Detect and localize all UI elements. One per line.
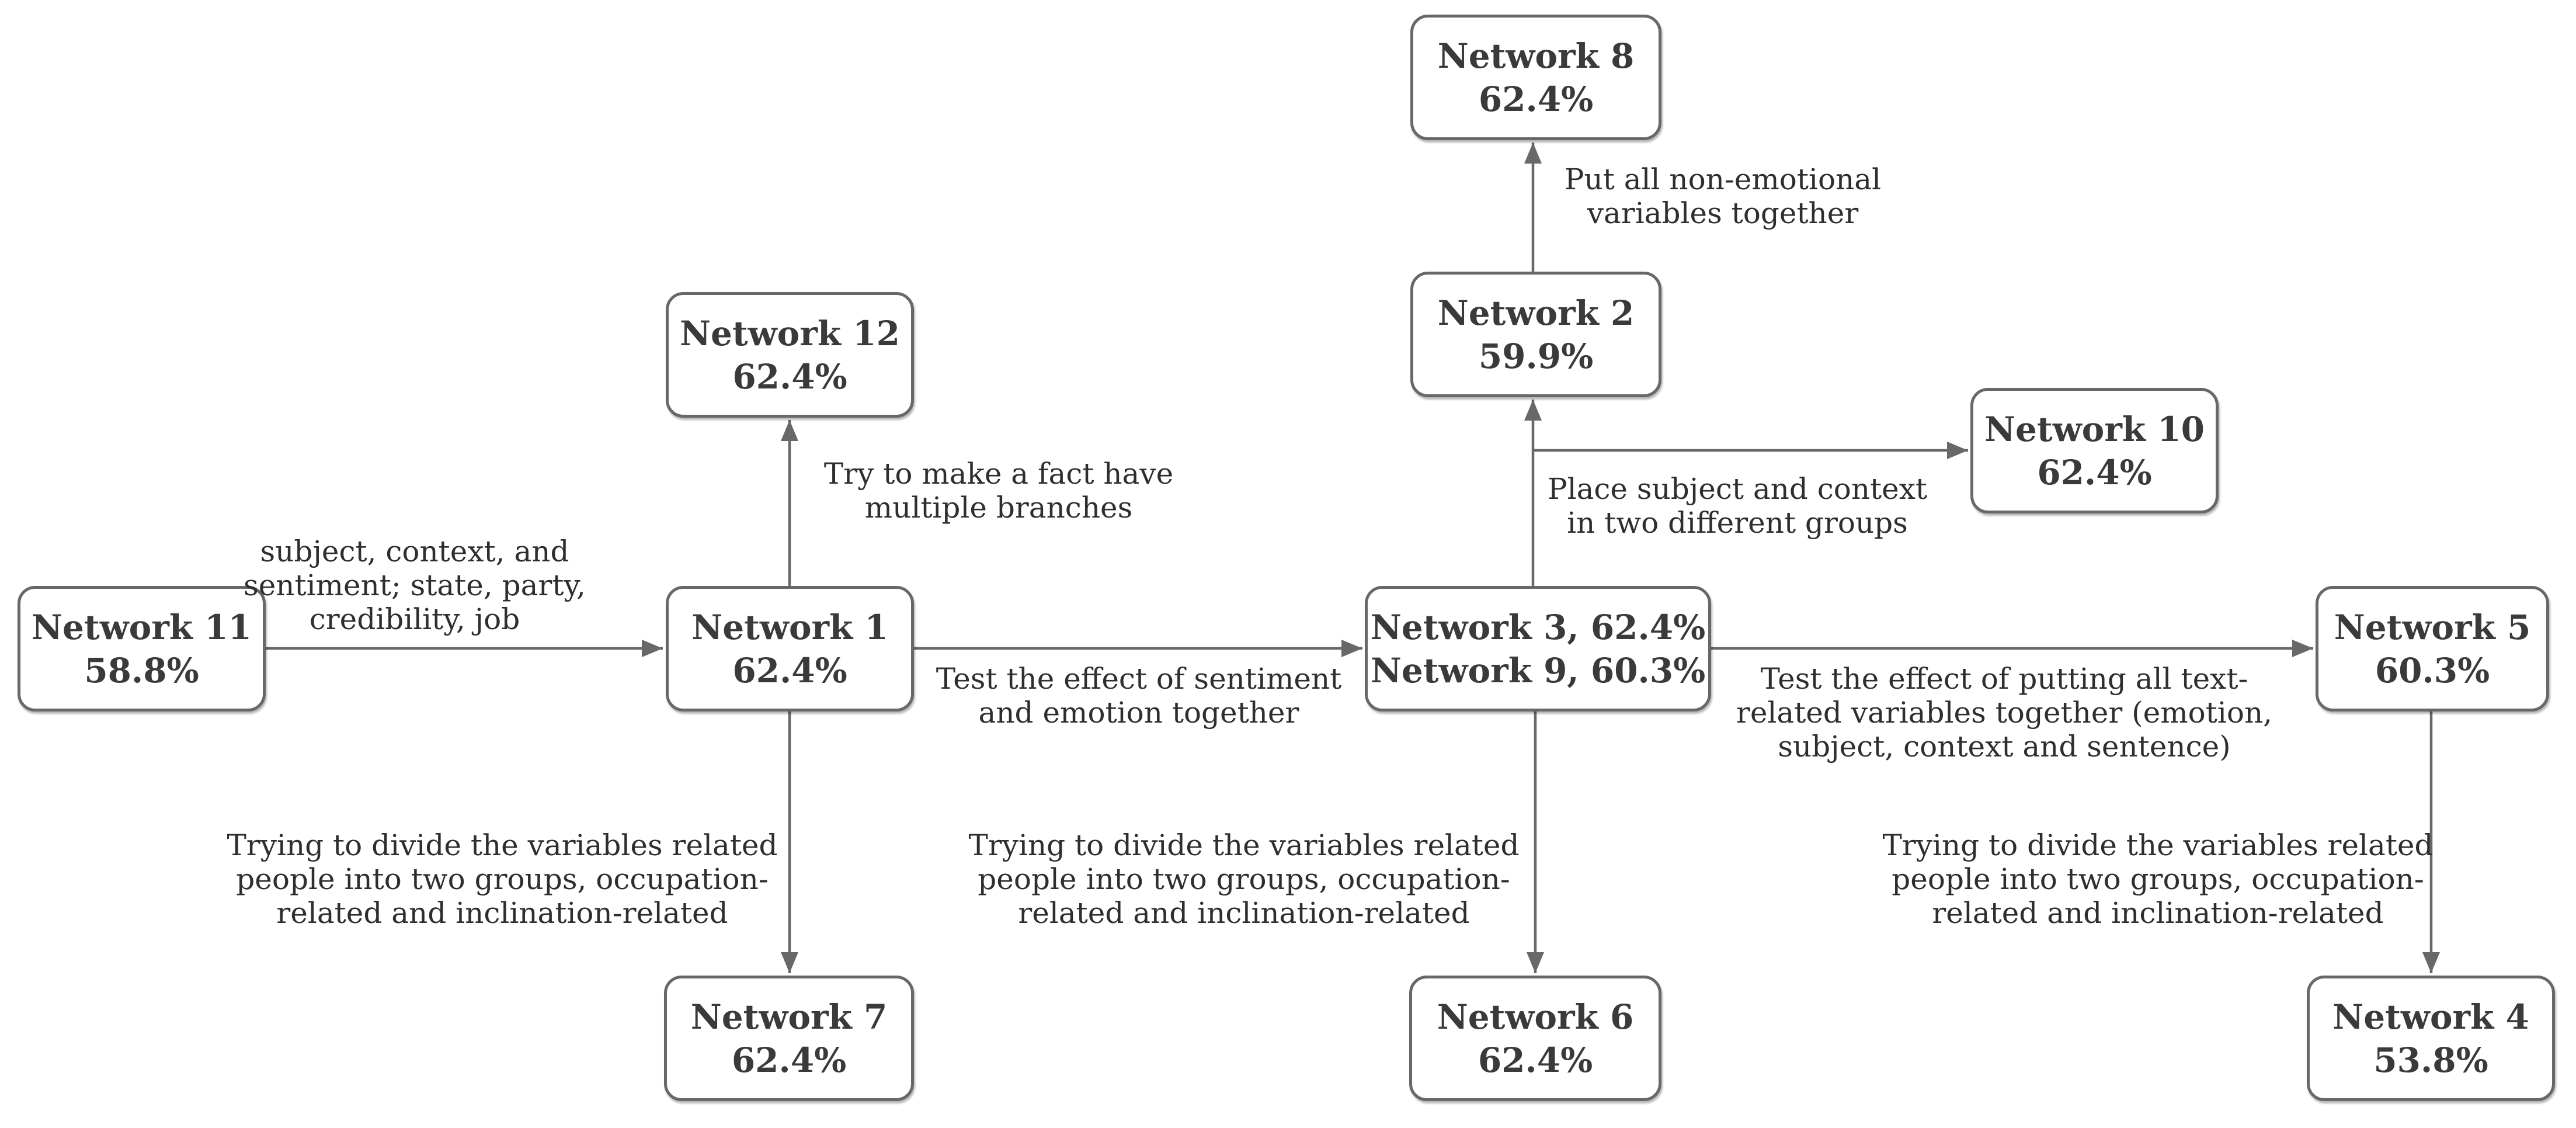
edge-label-line: related variables together (emotion, bbox=[1736, 696, 2273, 730]
node-value: 62.4% bbox=[2037, 452, 2152, 492]
node-value: 62.4% bbox=[732, 650, 847, 690]
edge-label-line: subject, context and sentence) bbox=[1778, 730, 2231, 763]
edge-label-line: Try to make a fact have bbox=[823, 457, 1174, 491]
node-value: 62.4% bbox=[1478, 1040, 1593, 1080]
node-value: 60.3% bbox=[2375, 650, 2490, 690]
node-title: Network 3, 62.4% bbox=[1370, 607, 1706, 647]
edge-label-to-n1: subject, context, and sentiment; state, … bbox=[228, 535, 602, 636]
edge-label-line: and emotion together bbox=[978, 696, 1299, 730]
node-network-11: Network 11 58.8% bbox=[18, 586, 266, 711]
edge-label-to-n12: Try to make a fact have multiple branche… bbox=[818, 457, 1180, 525]
edge-label-line: related and inclination-related bbox=[1932, 896, 2384, 930]
edge-label-to-n39: Test the effect of sentiment and emotion… bbox=[911, 662, 1367, 730]
edge-label-line: subject, context, and bbox=[260, 535, 569, 568]
edge-label-line: variables together bbox=[1587, 196, 1859, 230]
node-network-8: Network 8 62.4% bbox=[1410, 15, 1661, 140]
edge-label-line: Test the effect of putting all text- bbox=[1760, 662, 2248, 696]
edge-label-line: in two different groups bbox=[1567, 506, 1908, 540]
node-network-2: Network 2 59.9% bbox=[1410, 272, 1661, 397]
edge-label-line: related and inclination-related bbox=[1018, 896, 1470, 930]
node-title: Network 5 bbox=[2334, 607, 2531, 647]
edge-label-to-n6: Trying to divide the variables related p… bbox=[946, 828, 1542, 930]
node-title: Network 6 bbox=[1437, 997, 1634, 1037]
edge-label-to-n7: Trying to divide the variables related p… bbox=[204, 828, 800, 930]
node-value: 58.8% bbox=[84, 650, 199, 690]
node-network-7: Network 7 62.4% bbox=[664, 976, 914, 1101]
node-value: 53.8% bbox=[2373, 1040, 2488, 1080]
edge-label-line: people into two groups, occupation- bbox=[236, 862, 769, 896]
node-network-6: Network 6 62.4% bbox=[1409, 976, 1661, 1101]
edge-label-to-n5: Test the effect of putting all text- rel… bbox=[1718, 662, 2290, 763]
edge-label-line: Trying to divide the variables related bbox=[968, 828, 1520, 862]
edge-label-line: Trying to divide the variables related bbox=[1882, 828, 2434, 862]
node-title: Network 2 bbox=[1437, 293, 1635, 333]
node-value: 62.4% bbox=[1478, 79, 1594, 119]
edge-label-line: people into two groups, occupation- bbox=[1892, 862, 2424, 896]
node-value: 59.9% bbox=[1478, 336, 1594, 376]
edge-label-line: credibility, job bbox=[309, 602, 520, 636]
edge-label-to-n8: Put all non-emotional variables together bbox=[1553, 162, 1892, 230]
edge-label-line: sentiment; state, party, bbox=[244, 568, 586, 602]
node-title: Network 12 bbox=[680, 313, 900, 353]
edge-label-line: people into two groups, occupation- bbox=[978, 862, 1510, 896]
node-network-3-9: Network 3, 62.4% Network 9, 60.3% bbox=[1365, 586, 1711, 711]
node-network-1: Network 1 62.4% bbox=[666, 586, 914, 711]
node-network-4: Network 4 53.8% bbox=[2307, 976, 2555, 1101]
edge-label-line: Place subject and context bbox=[1547, 472, 1928, 506]
edge-label-to-n10: Place subject and context in two differe… bbox=[1539, 472, 1936, 540]
edge-label-line: Trying to divide the variables related bbox=[227, 828, 778, 862]
node-title: Network 8 bbox=[1437, 36, 1635, 76]
node-value: 62.4% bbox=[732, 356, 847, 397]
node-title: Network 1 bbox=[691, 607, 888, 647]
node-title: Network 10 bbox=[1984, 409, 2205, 449]
edge-label-line: Put all non-emotional bbox=[1564, 162, 1882, 196]
node-network-10: Network 10 62.4% bbox=[1970, 388, 2219, 513]
node-value: 62.4% bbox=[731, 1040, 847, 1080]
edge-label-line: Test the effect of sentiment bbox=[936, 662, 1342, 696]
edge-label-to-n4: Trying to divide the variables related p… bbox=[1860, 828, 2456, 930]
node-title: Network 4 bbox=[2332, 997, 2529, 1037]
node-network-5: Network 5 60.3% bbox=[2316, 586, 2549, 711]
node-title: Network 9, 60.3% bbox=[1370, 650, 1706, 690]
node-network-12: Network 12 62.4% bbox=[666, 292, 914, 418]
edge-label-line: related and inclination-related bbox=[276, 896, 728, 930]
edge-label-line: multiple branches bbox=[864, 491, 1133, 525]
node-title: Network 7 bbox=[690, 997, 888, 1037]
node-title: Network 11 bbox=[32, 607, 252, 647]
